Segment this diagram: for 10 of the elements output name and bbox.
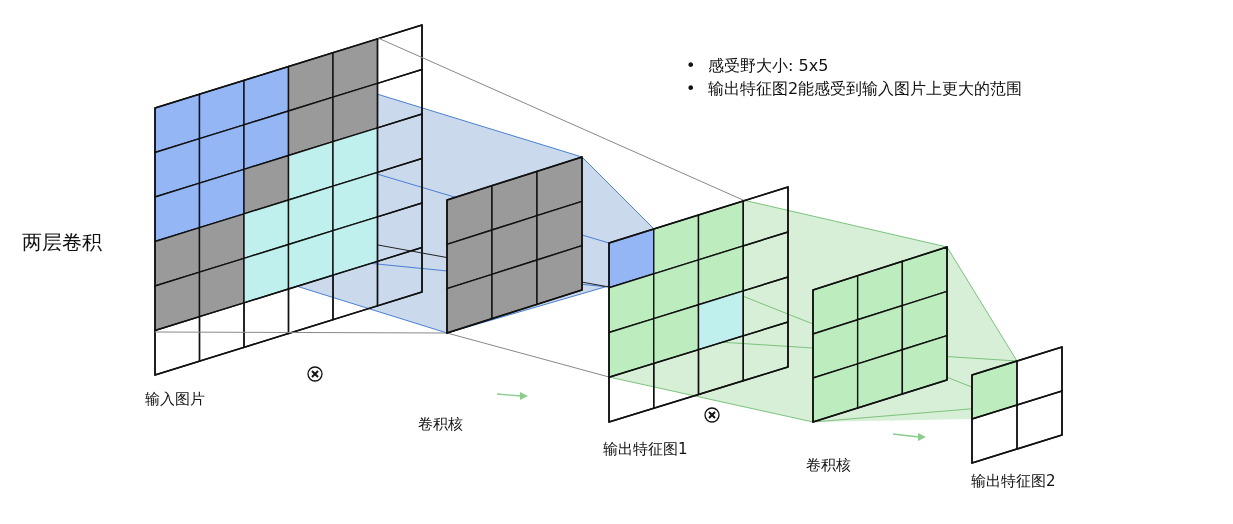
image-caption: 输出特征图1 xyxy=(603,440,688,458)
bullet-marker: • xyxy=(686,55,696,77)
image-caption: 卷积核 xyxy=(806,456,851,474)
bullet-marker: • xyxy=(686,78,696,100)
bullet-item: 输出特征图2能感受到输入图片上更大的范围 xyxy=(708,78,1023,100)
image-caption: 输出特征图2 xyxy=(971,472,1056,490)
image-caption: 输入图片 xyxy=(145,390,205,408)
bullet-item: 感受野大小: 5x5 xyxy=(708,55,829,77)
image-caption: 卷积核 xyxy=(418,415,463,433)
heading-label: 两层卷积 xyxy=(22,230,102,254)
